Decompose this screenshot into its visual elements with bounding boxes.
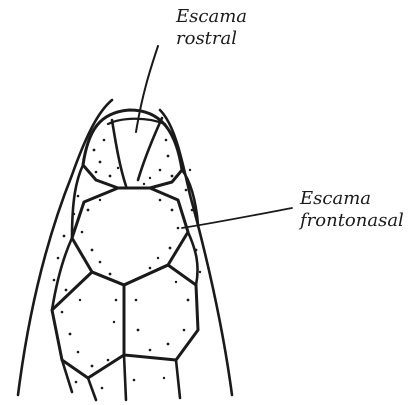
label-escama-rostral: Escama rostral [176, 6, 247, 50]
label-escama-frontonasal: Escama frontonasal [300, 188, 404, 232]
lower-scale-center-bottom [124, 355, 180, 400]
stippling [53, 139, 202, 390]
label-rostral-line1: Escama [176, 6, 247, 28]
label-rostral-line2: rostral [176, 28, 247, 50]
label-frontonasal-line2: frontonasal [300, 210, 404, 232]
rostral-divider-left [112, 120, 126, 186]
label-frontonasal-line1: Escama [300, 188, 404, 210]
head-outline-left [18, 100, 112, 395]
frontonasal-scale [72, 188, 188, 285]
prefrontal-scale-right [124, 265, 198, 360]
rostral-divider-right [138, 118, 162, 180]
